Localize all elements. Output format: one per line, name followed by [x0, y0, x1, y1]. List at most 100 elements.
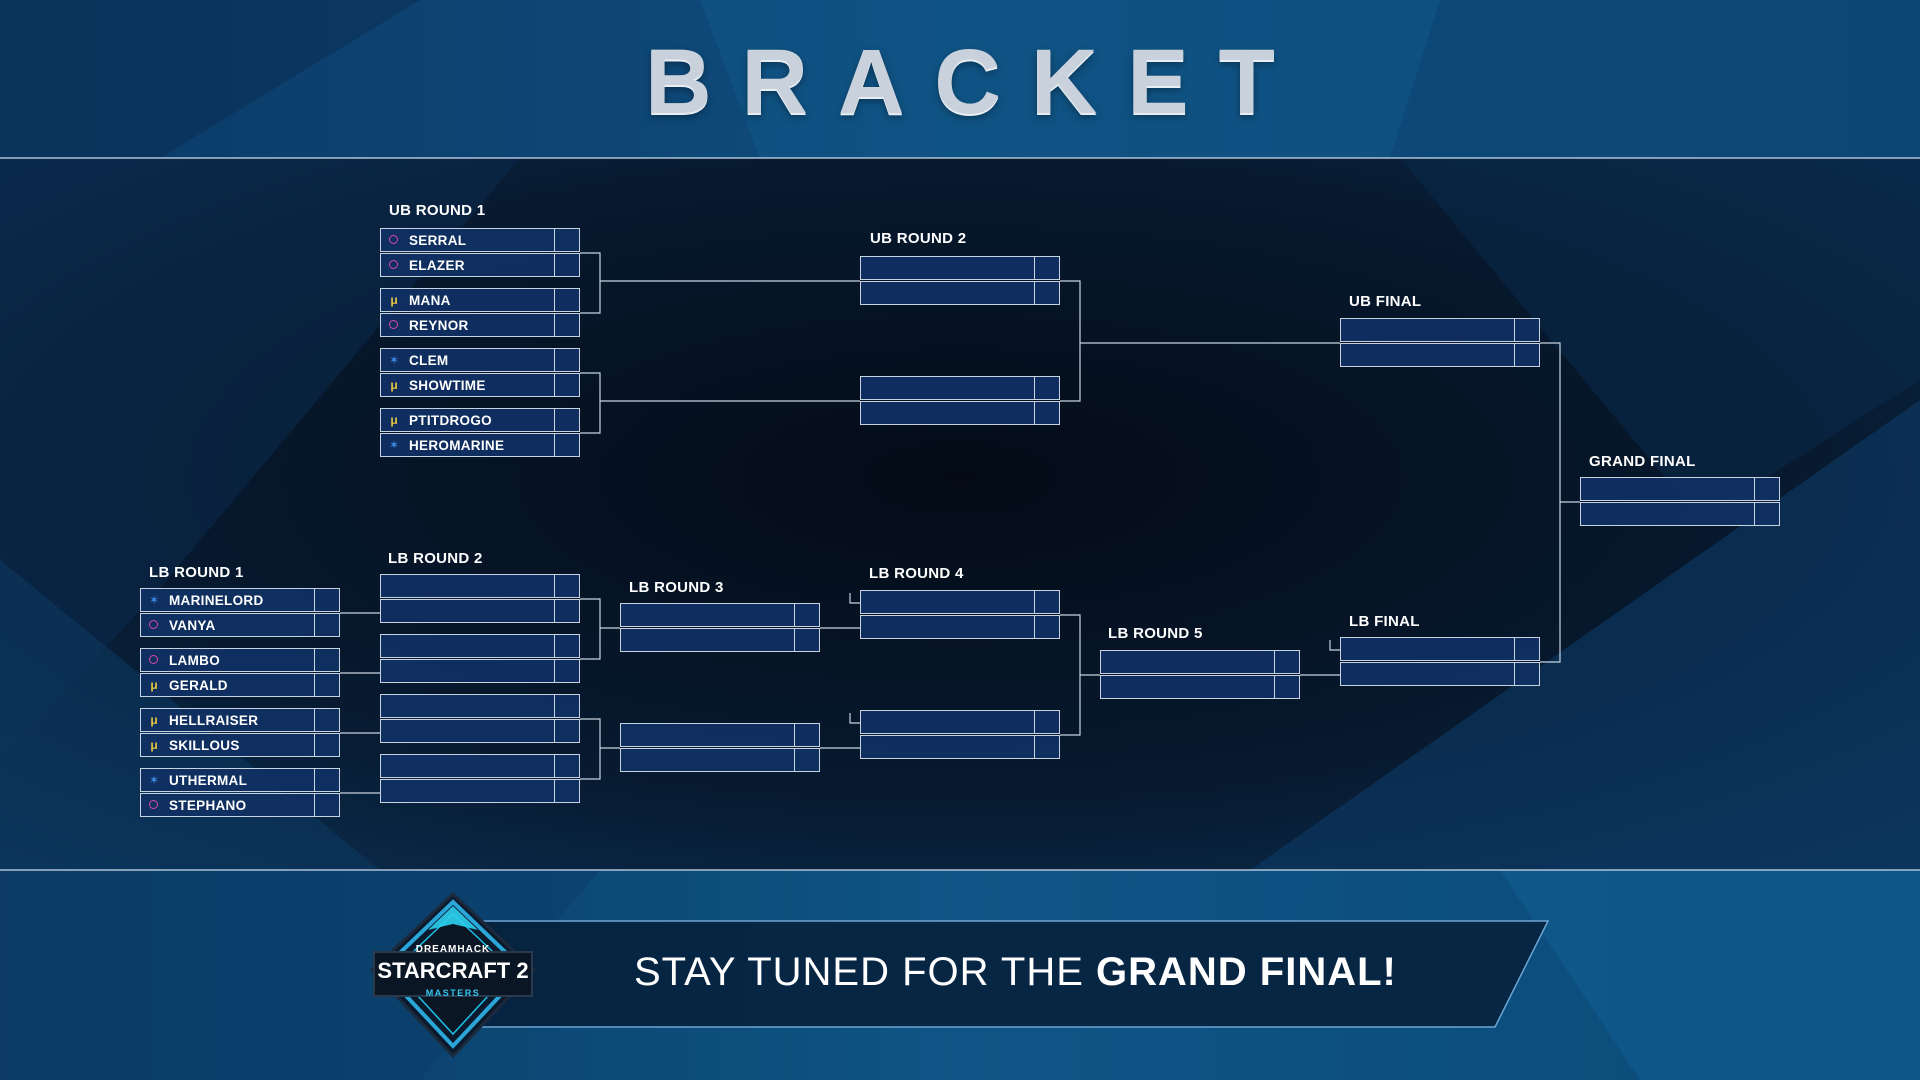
player-slot[interactable]: ✶MARINELORD [140, 588, 340, 612]
empty-slot[interactable] [380, 659, 580, 683]
match-lb1-1[interactable]: ✶MARINELORD VANYA [140, 588, 340, 638]
player-name: STEPHANO [169, 798, 247, 813]
player-slot[interactable]: ✶UTHERMAL [140, 768, 340, 792]
empty-slot[interactable] [860, 590, 1060, 614]
match-lb4-1[interactable] [860, 590, 1060, 640]
empty-slot[interactable] [1100, 650, 1300, 674]
empty-slot[interactable] [860, 376, 1060, 400]
match-ub2-1[interactable] [860, 256, 1060, 306]
empty-slot[interactable] [380, 754, 580, 778]
match-lb1-4[interactable]: ✶UTHERMAL STEPHANO [140, 768, 340, 818]
player-slot[interactable]: ELAZER [380, 253, 580, 277]
player-name: CLEM [409, 353, 449, 368]
empty-slot[interactable] [860, 256, 1060, 280]
empty-slot[interactable] [1340, 662, 1540, 686]
empty-slot[interactable] [1340, 343, 1540, 367]
score-cell [314, 614, 339, 636]
player-slot[interactable]: VANYA [140, 613, 340, 637]
empty-slot[interactable] [1340, 637, 1540, 661]
empty-slot[interactable] [380, 719, 580, 743]
logo-line-masters: MASTERS [425, 988, 481, 998]
score-cell [554, 434, 579, 456]
match-lb2-4[interactable] [380, 754, 580, 804]
empty-slot[interactable] [860, 735, 1060, 759]
empty-slot[interactable] [380, 574, 580, 598]
match-lb4-2[interactable] [860, 710, 1060, 760]
empty-slot[interactable] [860, 281, 1060, 305]
score-cell [314, 769, 339, 791]
score-cell [554, 635, 579, 657]
score-cell [554, 289, 579, 311]
protoss-icon: μ [390, 293, 398, 307]
empty-slot[interactable] [1580, 477, 1780, 501]
empty-slot[interactable] [380, 634, 580, 658]
empty-slot[interactable] [620, 748, 820, 772]
score-cell [554, 720, 579, 742]
match-ub1-1[interactable]: SERRAL ELAZER [380, 228, 580, 278]
zerg-icon [389, 235, 398, 244]
score-cell [554, 755, 579, 777]
logo-line-dreamhack: DREAMHACK [415, 944, 491, 955]
ub-round-2-label: UB ROUND 2 [870, 230, 967, 247]
empty-slot[interactable] [860, 401, 1060, 425]
match-lb2-3[interactable] [380, 694, 580, 744]
match-lb5[interactable] [1100, 650, 1300, 700]
score-cell [1274, 676, 1299, 698]
match-ub2-2[interactable] [860, 376, 1060, 426]
score-cell [1514, 663, 1539, 685]
score-cell [554, 660, 579, 682]
score-cell [1754, 478, 1779, 500]
empty-slot[interactable] [380, 599, 580, 623]
score-cell [1034, 282, 1059, 304]
lb-round-3-label: LB ROUND 3 [629, 579, 724, 596]
match-lb-final[interactable] [1340, 637, 1540, 687]
empty-slot[interactable] [1340, 318, 1540, 342]
score-cell [1514, 319, 1539, 341]
empty-slot[interactable] [620, 723, 820, 747]
score-cell [1034, 736, 1059, 758]
player-slot[interactable]: SERRAL [380, 228, 580, 252]
match-lb3-1[interactable] [620, 603, 820, 653]
score-cell [554, 349, 579, 371]
match-lb3-2[interactable] [620, 723, 820, 773]
empty-slot[interactable] [860, 615, 1060, 639]
zerg-icon [149, 655, 158, 664]
empty-slot[interactable] [620, 603, 820, 627]
player-slot[interactable]: ✶CLEM [380, 348, 580, 372]
player-slot[interactable]: REYNOR [380, 313, 580, 337]
match-lb2-2[interactable] [380, 634, 580, 684]
empty-slot[interactable] [380, 694, 580, 718]
score-cell [1034, 377, 1059, 399]
player-slot[interactable]: STEPHANO [140, 793, 340, 817]
player-name: SERRAL [409, 233, 467, 248]
empty-slot[interactable] [860, 710, 1060, 734]
player-name: MARINELORD [169, 593, 264, 608]
zerg-icon [149, 800, 158, 809]
empty-slot[interactable] [620, 628, 820, 652]
empty-slot[interactable] [1580, 502, 1780, 526]
match-ub-final[interactable] [1340, 318, 1540, 368]
player-name: ELAZER [409, 258, 465, 273]
empty-slot[interactable] [1100, 675, 1300, 699]
empty-slot[interactable] [380, 779, 580, 803]
player-name: UTHERMAL [169, 773, 248, 788]
match-lb2-1[interactable] [380, 574, 580, 624]
score-cell [554, 229, 579, 251]
lb-final-label: LB FINAL [1349, 613, 1420, 630]
player-name: HELLRAISER [169, 713, 259, 728]
player-slot[interactable]: LAMBO [140, 648, 340, 672]
player-slot[interactable]: ✶HEROMARINE [380, 433, 580, 457]
protoss-icon: μ [150, 678, 158, 692]
match-grand-final[interactable] [1580, 477, 1780, 527]
